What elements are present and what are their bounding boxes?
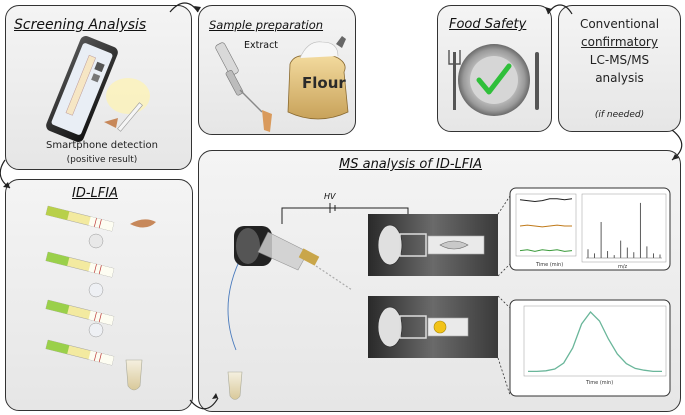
- knife-icon: [535, 52, 539, 110]
- flour-label: Flour: [302, 74, 346, 92]
- chart-xic: [519, 198, 573, 252]
- conventional-line2: confirmatory: [581, 35, 658, 49]
- conventional-note: (if needed): [594, 110, 645, 120]
- lfia-strips: [45, 205, 156, 391]
- arrow-screening-to-prep: [169, 2, 199, 13]
- chart-frame-bottom: [509, 299, 671, 397]
- chart-spectrum: [586, 202, 662, 259]
- conventional-line3: LC-MS/MS: [589, 53, 650, 67]
- ms-inlet-block-bottom: [368, 296, 498, 358]
- xic-trace-0: [519, 198, 573, 203]
- plate-icon: [448, 44, 539, 116]
- chart-peak: [528, 311, 662, 373]
- hv-label: HV: [324, 192, 336, 201]
- id-lfia-title: ID-LFIA: [72, 186, 118, 201]
- x-axis-label-spectrum: m/z: [618, 264, 628, 270]
- lfia-strip: [45, 205, 115, 232]
- xic-trace-2: [519, 249, 573, 252]
- ms-inlet-block-top: [368, 214, 498, 276]
- smartphone-icon: [46, 36, 118, 142]
- conventional-line1: Conventional: [579, 17, 660, 31]
- food-safety-title: Food Safety: [449, 17, 527, 32]
- extract-label: Extract: [244, 40, 279, 51]
- screening-caption-line2: (positive result): [66, 155, 138, 165]
- pipette-icon: [215, 42, 272, 132]
- xic-trace-1: [519, 224, 572, 228]
- eppendorf-tube-icon: [125, 359, 143, 391]
- chromatogram-peak-line: [528, 311, 662, 373]
- sample-prep-title: Sample preparation: [209, 18, 324, 32]
- sample-vial-icon: [227, 371, 243, 400]
- chart-frame-top: [509, 187, 671, 271]
- ion-source-icon: [227, 226, 353, 400]
- ms-analysis-title: MS analysis of ID-LFIA: [339, 157, 483, 172]
- screening-title: Screening Analysis: [14, 17, 147, 33]
- checkmark-icon: [476, 63, 512, 95]
- flour-sack-icon: [287, 36, 349, 120]
- hv-circuit: [281, 203, 409, 224]
- conventional-line4: analysis: [595, 71, 644, 85]
- test-strip-icon: [117, 102, 143, 132]
- arrow-to-conventional: [671, 129, 683, 161]
- conventional-panel: [558, 5, 681, 132]
- screening-caption-line1: Smartphone detection: [46, 140, 158, 151]
- x-axis-label-xic: Time (min): [535, 262, 563, 268]
- fork-icon: [453, 52, 456, 110]
- x-axis-label-peak: Time (min): [585, 380, 613, 386]
- light-glow: [106, 78, 150, 114]
- arrow-lfia-to-ms: [189, 397, 219, 410]
- sample-drop-icon: [104, 118, 118, 128]
